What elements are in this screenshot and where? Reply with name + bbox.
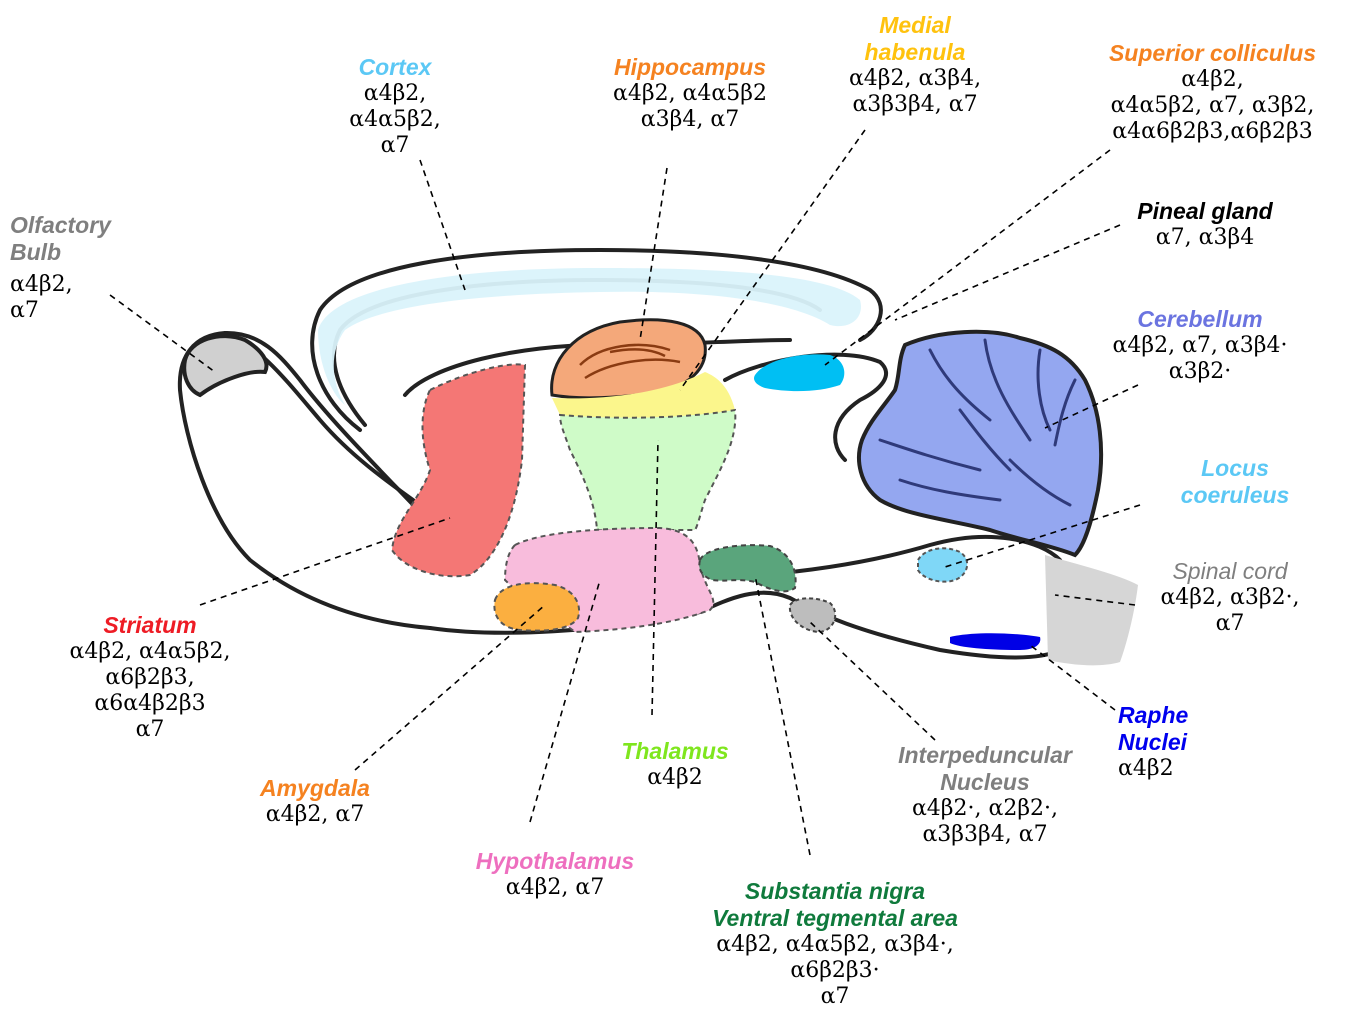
raphe-nuclei-name: Nuclei [1118,729,1238,756]
thalamus-name: Thalamus [590,738,760,765]
sn-vta-name: Ventral tegmental area [660,905,1010,932]
label-amygdala: Amygdala α4β2, α7 [225,775,405,828]
olfactory-bulb-shape [184,336,266,395]
olfactory-bulb-name: Bulb [10,239,160,266]
label-striatum: Striatum α4β2, α4α5β2, α6β2β3, α6α4β2β3 … [30,612,270,743]
brainstem-outline [760,537,1060,575]
superior-colliculus-subunit: α4α5β2, α7, α3β2, [1070,93,1355,119]
amygdala-region [494,583,579,631]
habenula-name: Medial [810,12,1020,39]
label-olfactory-bulb: Olfactory Bulb α4β2, α7 [10,212,160,324]
striatum-subunit: α4β2, α4α5β2, [30,639,270,665]
cortex-subunit: α4α5β2, [320,107,470,133]
interpeduncular-name: Nucleus [860,769,1110,796]
label-pineal-gland: Pineal gland α7, α3β4 [1110,198,1300,251]
amygdala-name: Amygdala [225,775,405,802]
sn-vta-name: Substantia nigra [660,878,1010,905]
sn-vta-subunit: α7 [660,984,1010,1010]
spinal-cord-subunit: α7 [1130,611,1330,637]
striatum-subunit: α6β2β3, [30,665,270,691]
raphe-nuclei-subunit: α4β2 [1118,756,1238,782]
amygdala-subunit: α4β2, α7 [225,802,405,828]
leader-hippocampus [640,168,667,340]
locus-coeruleus-region [918,548,967,581]
striatum-subunit: α6α4β2β3 [30,691,270,717]
leader-cortex [420,160,465,290]
label-cerebellum: Cerebellum α4β2, α7, α3β4· α3β2· [1095,306,1305,385]
label-thalamus: Thalamus α4β2 [590,738,760,791]
cerebellum-subunit: α3β2· [1095,359,1305,385]
interpeduncular-subunit: α4β2·, α2β2·, [860,796,1110,822]
raphe-nuclei-name: Raphe [1118,702,1238,729]
locus-coeruleus-name: coeruleus [1160,482,1310,509]
superior-colliculus-region [754,354,844,391]
olfactory-bulb-subunit: α7 [10,298,160,324]
habenula-subunit: α4β2, α3β4, [810,66,1020,92]
hippocampus-subunit: α4β2, α4α5β2 [575,81,805,107]
striatum-name: Striatum [30,612,270,639]
habenula-subunit: α3β3β4, α7 [810,92,1020,118]
leader-habenula [680,130,865,390]
leader-interpeduncular [810,622,935,740]
superior-colliculus-subunit: α4α6β2β3,α6β2β3 [1070,119,1355,145]
sn-vta-subunit: α4β2, α4α5β2, α3β4·, [660,932,1010,958]
spinal-cord-subunit: α4β2, α3β2·, [1130,585,1330,611]
cerebellum-subunit: α4β2, α7, α3β4· [1095,333,1305,359]
interpeduncular-name: Interpeduncular [860,742,1110,769]
spinal-cord-region [1045,555,1138,665]
interpeduncular-region [790,598,835,632]
superior-colliculus-name: Superior colliculus [1070,40,1355,67]
label-spinal-cord: Spinal cord α4β2, α3β2·, α7 [1130,558,1330,637]
pineal-gland-subunit: α7, α3β4 [1110,225,1300,251]
cortex-subunit: α7 [320,133,470,159]
cortex-name: Cortex [320,54,470,81]
thalamus-subunit: α4β2 [590,765,760,791]
olfactory-bulb-subunit: α4β2, [10,272,160,298]
striatum-region [392,364,525,576]
olfactory-bulb-name: Olfactory [10,212,160,239]
pineal-gland-name: Pineal gland [1110,198,1300,225]
hypothalamus-name: Hypothalamus [440,848,670,875]
hypothalamus-subunit: α4β2, α7 [440,875,670,901]
cerebellum-region [859,332,1101,555]
leader-pineal [895,225,1120,320]
sn-vta-subunit: α6β2β3· [660,958,1010,984]
habenula-name: habenula [810,39,1020,66]
label-hippocampus: Hippocampus α4β2, α4α5β2 α3β4, α7 [575,54,805,133]
label-interpeduncular-nucleus: Interpeduncular Nucleus α4β2·, α2β2·, α3… [860,742,1110,848]
hippocampus-name: Hippocampus [575,54,805,81]
label-raphe-nuclei: Raphe Nuclei α4β2 [1118,702,1238,782]
label-medial-habenula: Medial habenula α4β2, α3β4, α3β3β4, α7 [810,12,1020,118]
thalamus-region [560,410,735,530]
cerebellum-name: Cerebellum [1095,306,1305,333]
locus-coeruleus-name: Locus [1160,455,1310,482]
substantia-nigra-region [699,545,795,591]
label-locus-coeruleus: Locus coeruleus [1160,455,1310,509]
label-cortex: Cortex α4β2, α4α5β2, α7 [320,54,470,159]
cortex-subunit: α4β2, [320,81,470,107]
interpeduncular-subunit: α3β3β4, α7 [860,822,1110,848]
label-substantia-nigra-vta: Substantia nigra Ventral tegmental area … [660,878,1010,1010]
hippocampus-subunit: α3β4, α7 [575,107,805,133]
spinal-cord-name: Spinal cord [1130,558,1330,585]
label-superior-colliculus: Superior colliculus α4β2, α4α5β2, α7, α3… [1070,40,1355,145]
label-hypothalamus: Hypothalamus α4β2, α7 [440,848,670,901]
striatum-subunit: α7 [30,717,270,743]
raphe-region [950,633,1040,650]
superior-colliculus-subunit: α4β2, [1070,67,1355,93]
